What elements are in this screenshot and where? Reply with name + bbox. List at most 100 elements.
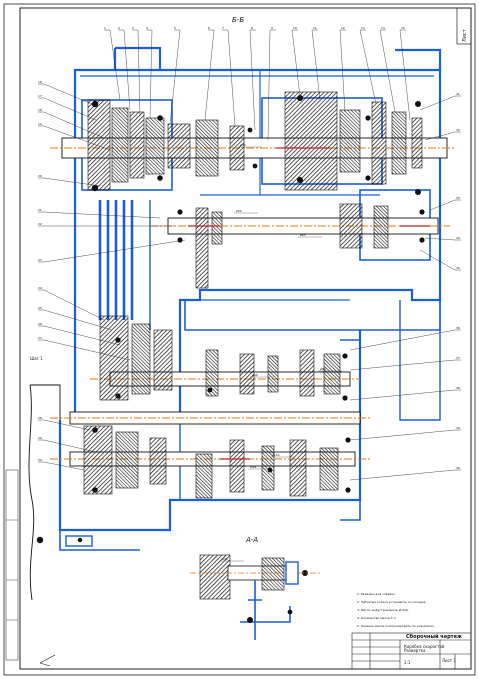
callout-number: 8 xyxy=(251,26,253,30)
callout-number: 36 xyxy=(456,326,460,330)
callout-leader xyxy=(169,29,181,125)
callout-leader xyxy=(349,329,456,351)
callout-number: 13 xyxy=(361,26,365,30)
callout-leader xyxy=(349,429,456,441)
callout-leader xyxy=(43,325,121,346)
callout-number: 1 xyxy=(104,26,106,30)
technical-notes: 1. Размеры для справок. 2. Зубчатые коле… xyxy=(357,592,435,628)
callout-leader xyxy=(267,29,271,141)
callout-number: 32 xyxy=(456,128,460,132)
callout-leader xyxy=(137,29,141,117)
note-4: 4. Количество масла 3 л. xyxy=(357,616,396,620)
callout-number: 35 xyxy=(456,266,460,270)
callout-number: 3 xyxy=(132,26,134,30)
callout-number: 2 xyxy=(118,26,120,30)
callout-number: 26 xyxy=(38,322,42,326)
callout-leader xyxy=(419,95,456,111)
note-1: 1. Размеры для справок. xyxy=(357,592,396,596)
callout-leader xyxy=(43,211,161,219)
callout-number: 27 xyxy=(38,336,42,340)
callout-number: 23 xyxy=(38,258,42,262)
callout-leader xyxy=(227,29,236,127)
title-block-scale: 1:1 xyxy=(404,660,411,665)
callout-leader xyxy=(43,97,97,121)
callout-leader xyxy=(43,289,105,321)
callout-leader xyxy=(43,239,186,263)
callout-leader xyxy=(43,125,111,151)
callout-number: 37 xyxy=(456,356,460,360)
callout-leader xyxy=(43,419,91,431)
callout-number: 18 xyxy=(38,108,42,112)
callout-number: 16 xyxy=(38,80,42,84)
dimension-label: ø52 xyxy=(236,209,242,213)
callout-leader xyxy=(399,29,411,121)
base-leg xyxy=(28,384,93,601)
gear-block-upper-left xyxy=(87,99,191,191)
callout-number: 30 xyxy=(38,458,42,462)
callout-leader xyxy=(123,29,131,111)
callout-number: 31 xyxy=(456,92,460,96)
callout-number: 24 xyxy=(38,286,42,290)
note-3: 3. Масло индустриальное И-40А. xyxy=(357,608,409,612)
callout-leader xyxy=(43,461,85,471)
callout-leader xyxy=(43,177,101,187)
note-2: 2. Зубчатые колеса установить по посадке… xyxy=(357,600,427,604)
section-label-bottom: А-А xyxy=(245,536,258,544)
svg-text:Лист: Лист xyxy=(462,29,468,42)
callout-number: 6 xyxy=(208,26,210,30)
section-a-a xyxy=(190,554,320,640)
shaft-lower xyxy=(50,411,370,467)
callout-leader xyxy=(339,29,346,113)
callout-number: 25 xyxy=(38,306,42,310)
red-accents xyxy=(188,147,430,460)
callout-number: 22 xyxy=(38,222,42,226)
callout-leader xyxy=(43,111,105,139)
callout-number: 11 xyxy=(313,26,317,30)
callout-leader xyxy=(43,83,93,105)
callout-leader xyxy=(349,389,456,401)
callout-leader xyxy=(149,29,153,119)
callout-leader xyxy=(419,249,456,271)
dimension-label: ø35 xyxy=(222,557,228,561)
title-block xyxy=(351,632,472,670)
callout-number: 10 xyxy=(293,26,297,30)
callout-leader xyxy=(109,29,121,101)
section-label-top: Б-Б xyxy=(232,16,244,24)
callout-leader xyxy=(43,439,97,453)
binding-strip xyxy=(5,469,19,661)
callout-number: 9 xyxy=(271,26,273,30)
shaft-middle xyxy=(90,371,360,387)
callout-number: 33 xyxy=(456,196,460,200)
callout-number: 17 xyxy=(38,94,42,98)
callout-number: 4 xyxy=(146,26,148,30)
callout-leader xyxy=(291,29,301,97)
callout-leader xyxy=(43,339,131,361)
callout-number: 5 xyxy=(174,26,176,30)
dimension-label: ø90 xyxy=(252,373,258,377)
callout-number: 21 xyxy=(38,208,42,212)
side-label: Шаг 1 xyxy=(30,356,43,361)
dimension-label: ø80 xyxy=(320,367,326,371)
scale-mark xyxy=(39,654,56,667)
callout-leader xyxy=(359,29,377,105)
callout-leader xyxy=(249,29,256,131)
gear-block-middle xyxy=(99,315,341,401)
dimension-label: ø110 xyxy=(272,453,280,457)
outer-frame xyxy=(3,3,476,676)
title-block-subtitle: Развертка xyxy=(404,648,426,653)
title-block-header: Сборочный чертеж xyxy=(406,633,462,640)
dimension-label: М24 xyxy=(250,465,256,469)
callout-leader xyxy=(349,359,456,371)
callout-number: 20 xyxy=(38,174,42,178)
gear-block-upper-right xyxy=(284,91,423,191)
title-block-title: Коробка скоростей xyxy=(404,644,445,649)
callout-leader xyxy=(379,29,396,113)
callout-leader xyxy=(43,309,113,331)
callout-number: 14 xyxy=(381,26,385,30)
callout-leader xyxy=(424,237,456,241)
callout-number: 15 xyxy=(401,26,405,30)
callout-number: 38 xyxy=(456,386,460,390)
